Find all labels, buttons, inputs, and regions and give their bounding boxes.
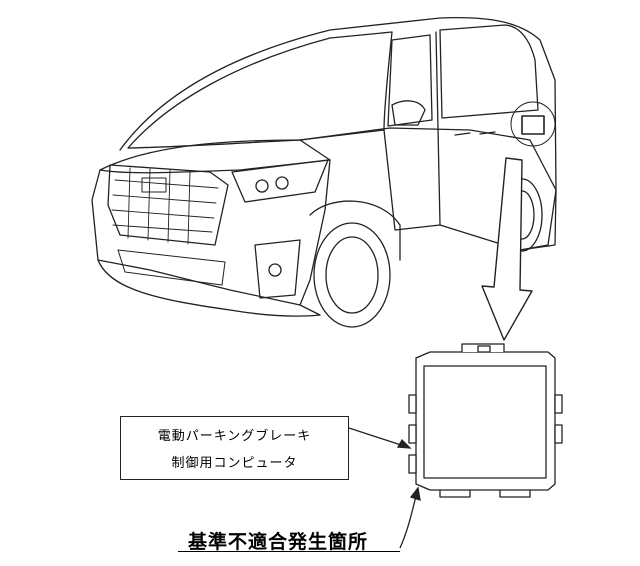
callout-line-1: 電動パーキングブレーキ <box>157 429 312 444</box>
windshield <box>127 31 393 149</box>
door-handles <box>454 131 496 136</box>
slide-door-line <box>435 31 441 226</box>
grille <box>107 164 229 246</box>
callout-line-2: 制御用コンピュータ <box>171 456 298 471</box>
ecu-module <box>408 343 563 498</box>
caption-underline <box>178 551 400 553</box>
front-door-window <box>387 34 433 127</box>
caption-arrow <box>399 486 421 549</box>
side-body <box>299 127 557 251</box>
headlight <box>231 159 329 203</box>
bumper-lower <box>97 259 321 317</box>
front-face <box>91 159 331 316</box>
callout-arrow <box>348 427 412 449</box>
down-arrow <box>481 157 533 341</box>
roof-line <box>119 17 557 191</box>
front-wheel <box>313 222 391 328</box>
mirror <box>391 100 426 126</box>
location-marker <box>521 115 545 135</box>
callout-box: 電動パーキングブレーキ 制御用コンピュータ <box>120 416 349 480</box>
rear-window <box>439 24 539 119</box>
nonconformity-caption: 基準不適合発生箇所 <box>188 531 369 553</box>
